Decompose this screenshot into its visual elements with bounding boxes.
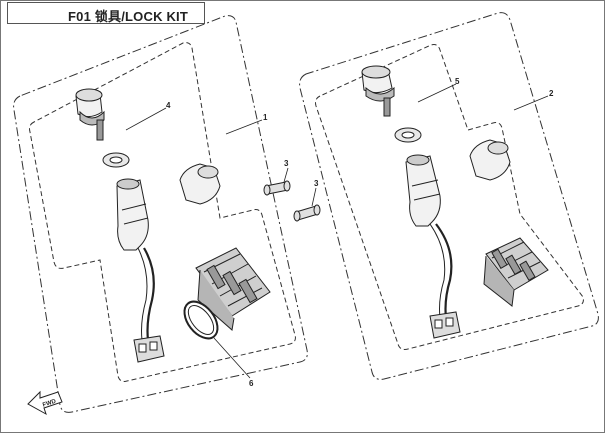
leader-lines	[125, 83, 549, 379]
leader-1	[225, 119, 263, 135]
callout-4: 4	[166, 101, 171, 110]
leader-2	[513, 95, 549, 111]
kit-2-outer-boundary	[299, 12, 599, 380]
kit-2-switch-body	[405, 155, 441, 227]
kit-2-parts	[361, 65, 549, 339]
page-title: F01 锁具/LOCK KIT	[68, 9, 189, 24]
kit-1-outer-boundary	[13, 15, 308, 413]
leader-5	[417, 83, 457, 103]
fwd-arrow-icon: FWD	[27, 390, 63, 416]
leader-3a	[283, 167, 289, 183]
ignition-key-blade	[96, 119, 104, 141]
kit-2-inner-boundary	[315, 44, 584, 350]
callout-3a: 3	[284, 159, 289, 168]
screw-parts	[263, 180, 321, 222]
callout-1: 1	[263, 113, 268, 122]
leader-4	[125, 107, 167, 131]
switch-wire-harness	[143, 247, 155, 341]
ignition-switch-body	[116, 179, 149, 251]
callout-5: 5	[455, 77, 460, 86]
callout-3b: 3	[314, 179, 319, 188]
kit-2-key-blade	[383, 97, 391, 117]
fwd-label: FWD	[42, 398, 57, 408]
title-box: F01 锁具/LOCK KIT	[7, 2, 205, 24]
lock-gasket-ring	[183, 300, 219, 340]
kit-2-wire-harness	[435, 223, 453, 319]
callout-6: 6	[249, 379, 254, 388]
kit-1-parts	[75, 88, 271, 363]
leader-3b	[311, 187, 317, 207]
callout-2: 2	[549, 89, 554, 98]
kit-1-inner-boundary	[29, 42, 296, 382]
leader-6	[213, 337, 251, 379]
